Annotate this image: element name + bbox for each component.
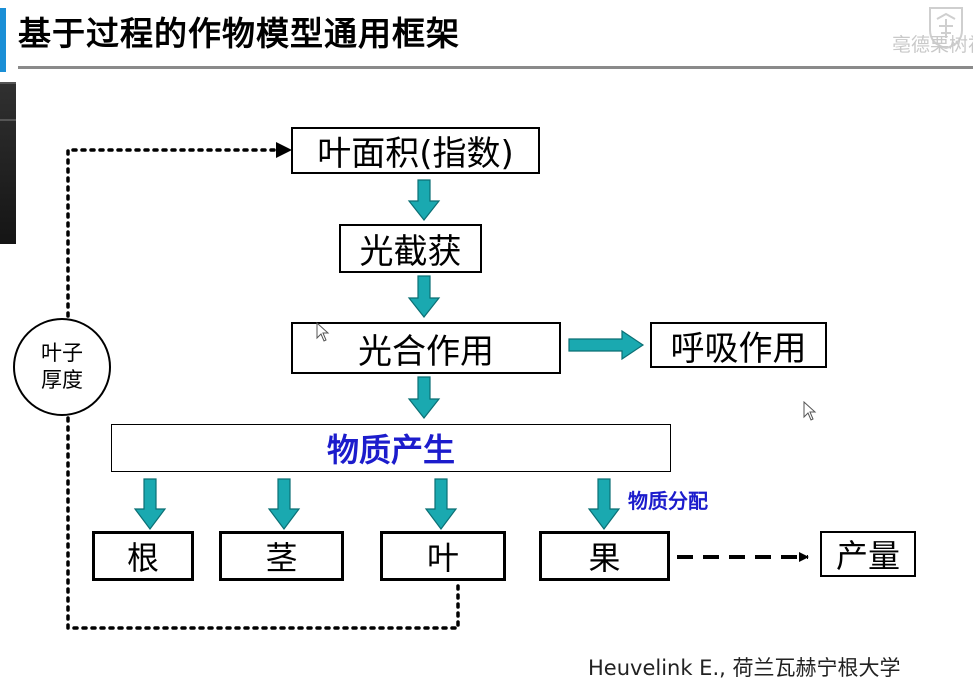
title-accent-bar [0,8,6,72]
citation-text: Heuvelink E., 荷兰瓦赫宁根大学 [588,656,901,680]
node-leaf: 叶 [380,531,506,581]
flow-arrow-interception-to-photosynthesis [407,275,441,318]
partition-label: 物质分配 [628,489,708,513]
leaf-thickness-line-1: 叶子 [41,341,83,365]
flow-arrow-to-leaf [424,478,458,530]
page-title: 基于过程的作物模型通用框架 [18,14,460,53]
node-fruit: 果 [539,531,670,581]
mouse-cursor-icon [316,322,330,342]
node-leaf-area-index: 叶面积(指数) [291,127,540,174]
flow-arrow-to-fruit [587,478,621,530]
node-root: 根 [92,531,194,581]
node-respiration: 呼吸作用 [650,322,827,369]
flow-arrow-to-stem [267,478,301,530]
feedback-loop-to-leaf-area [66,148,280,318]
feedback-loop-from-leaf [66,416,460,630]
node-stem: 茎 [219,531,344,581]
node-photosynthesis: 光合作用 [291,322,561,374]
node-light-interception: 光截获 [339,224,482,273]
mouse-cursor-icon-2 [803,401,817,421]
node-dry-matter-production: 物质产生 [111,424,671,472]
flow-arrow-photosynthesis-to-drymatter [407,376,441,419]
feedback-arrowhead [276,142,292,158]
node-yield: 产量 [820,531,916,577]
title-underline [18,66,973,69]
university-seal-icon [929,7,963,50]
node-leaf-thickness: 叶子 厚度 [13,318,111,416]
flow-arrow-leafarea-to-interception [407,179,441,221]
flow-arrow-to-root [133,478,167,530]
side-toolbar[interactable] [0,82,16,244]
watermark-text: 亳德栗树衬 [892,34,973,56]
leaf-thickness-line-2: 厚度 [41,368,83,392]
flow-arrow-to-respiration [568,329,645,361]
